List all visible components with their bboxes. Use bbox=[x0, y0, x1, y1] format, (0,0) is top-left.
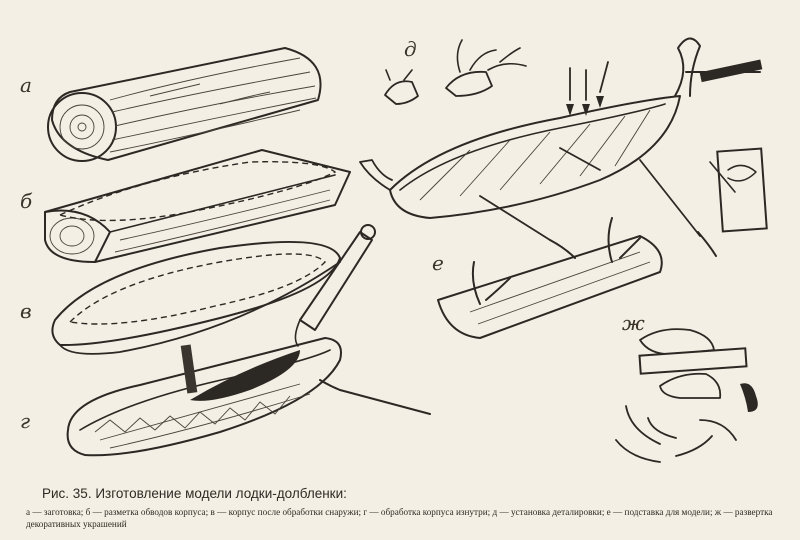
illustration: а б в г bbox=[20, 37, 768, 463]
label-d: д bbox=[404, 37, 417, 61]
figure-caption-title: Рис. 35. Изготовление модели лодки-долбл… bbox=[42, 486, 347, 501]
razor-blade-drawing bbox=[709, 147, 768, 233]
label-zh: ж bbox=[622, 311, 645, 335]
model-stand-drawing bbox=[437, 217, 663, 339]
decorations-drawing bbox=[615, 328, 758, 463]
label-e: е bbox=[432, 251, 444, 275]
reindeer-heads-drawing bbox=[384, 39, 527, 105]
label-a: а bbox=[20, 73, 32, 97]
outer-hull-drawing bbox=[51, 240, 341, 355]
log-blank-drawing bbox=[47, 47, 322, 162]
figure-caption-body: а — заготовка; б — разметка обводов корп… bbox=[26, 507, 773, 529]
label-b: б bbox=[20, 189, 33, 213]
chisel-tool bbox=[294, 224, 376, 347]
label-v: в bbox=[20, 299, 32, 323]
inner-hull-drawing bbox=[66, 337, 431, 457]
label-g: г bbox=[20, 409, 30, 433]
hull-marking-drawing bbox=[44, 149, 351, 263]
assembled-boat-drawing bbox=[359, 37, 763, 259]
